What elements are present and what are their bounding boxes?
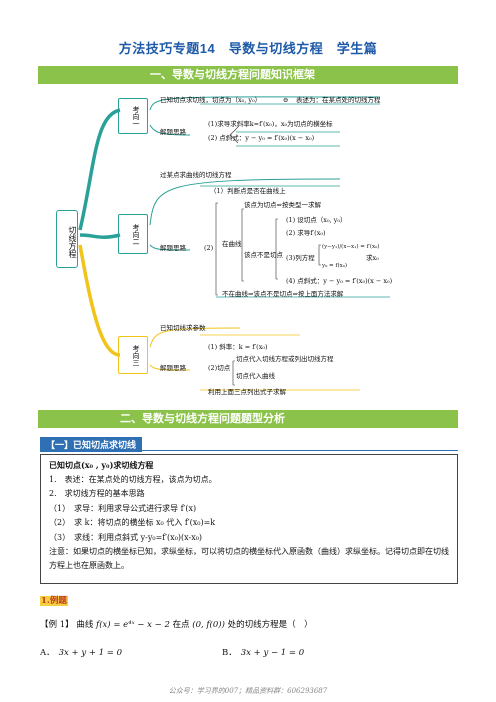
section-banner-analysis: 二、导数与切线方程问题题型分析 <box>38 410 458 428</box>
page-title: 方法技巧专题14 导数与切线方程 学生篇 <box>118 41 378 56</box>
k1-step1: (1)求导求斜率k=f′(x₀)，x₀为切点的横坐标 <box>208 120 333 128</box>
k2-s3-label: (3)列方程 <box>286 254 315 262</box>
k3-topic: 已知切线求参数 <box>160 324 206 332</box>
box-heading: 已知切点(x₀ , y₀)求切线方程 <box>49 460 154 470</box>
k3-method: 解题思路 <box>160 364 186 372</box>
k2-not-tangent: 该点不是切点 <box>244 251 283 259</box>
option-a: A．3x + y + 1 = 0 <box>40 648 123 658</box>
option-b: B．3x + y − 1 = 0 <box>222 648 305 658</box>
example-label: 【例 1】 <box>40 620 74 630</box>
box-line-4: （2） 求 k：将切点的横坐标 x₀ 代入 f′(x₀)=k <box>49 518 216 527</box>
box-line-2: 2. 求切线方程的基本思路 <box>49 489 145 498</box>
k2-s4: (4) 点斜式：y − y₀ = f′(x₀)(x − x₀) <box>286 277 393 285</box>
mindmap-connectors <box>78 96 390 391</box>
type-tag: 【一】已知切点求切线 <box>40 437 143 452</box>
box-line-5: （3） 求线：利用点斜式 y-y₀=f′(x₀)(x-x₀) <box>49 532 203 542</box>
example-point: (0, f(0)) <box>192 620 225 630</box>
tag-underline <box>40 450 458 451</box>
mindmap-node-k1: 考向一 <box>118 98 148 134</box>
k2-off-curve: 不在曲线⇒该点不是切点⇒按上面方法求解 <box>222 290 344 298</box>
method-box: 已知切点(x₀ , y₀)求切线方程 1. 表述：在某点处的切线方程，该点为切点… <box>40 454 458 584</box>
mindmap-node-k3: 考向三 <box>118 336 148 374</box>
k2-s3-b: y₀ = f(x₀) <box>322 263 348 269</box>
k3-step2a: 切点代入切线方程或列出切线方程 <box>236 355 334 363</box>
example-function: f(x) = e⁴ˣ − x − 2 <box>96 620 170 630</box>
k2-s1: (1) 设切点（x₀, y₀） <box>286 216 347 224</box>
k3-step2b: 切点代入曲线 <box>236 372 275 380</box>
k3-step3: 利用上面三点列出式子求解 <box>208 388 286 396</box>
k2-method: 解题思路 <box>160 244 186 252</box>
k1-method: 解题思路 <box>160 128 186 136</box>
k1-step2: (2) 点斜式：y − y₀ = f′(x₀)(x − x₀) <box>208 134 315 142</box>
k3-step2: (2)切点 <box>208 364 231 372</box>
footer: 公众号：学习界的007；精品资料群：606293687 <box>168 687 328 695</box>
k2-circle2: (2) <box>204 244 214 252</box>
mindmap-node-k2: 考向二 <box>118 214 148 254</box>
section-title-2: 二、导数与切线方程问题题型分析 <box>120 413 285 425</box>
example-question: 【例 1】 曲线 f(x) = e⁴ˣ − x − 2 在点 (0, f(0))… <box>40 620 313 630</box>
k1-topic: 已知切点求切线，切点为（x₀, y₀） <box>160 96 262 104</box>
k2-topic: 过某点求曲线的切线方程 <box>160 171 232 179</box>
box-line-1: 1. 表述：在某点处的切线方程，该点为切点。 <box>49 474 217 484</box>
k2-on-curve: 在曲线 <box>222 240 242 248</box>
k2-is-tangent: 该点为切点⇒按类型一求解 <box>244 201 321 209</box>
k1-topic-note: 表述为：在某点处的切线方程 <box>296 96 381 104</box>
k2-s2: (2) 求导f′(x₀) <box>286 229 326 237</box>
k2-judge: （1）判断点是否在曲线上 <box>210 187 286 195</box>
mindmap-root: 切线方程 <box>56 210 78 268</box>
k2-s3-a: (y−y₁)/(x−x₁) = f′(x₀) <box>322 244 380 250</box>
k3-step1: (1) 斜率：k = f′(x₀) <box>208 343 268 351</box>
box-note: 注意：如果切点的横坐标已知，求纵坐标，可以将切点的横坐标代入原函数（曲线）求纵坐… <box>49 547 449 570</box>
example-heading: 1.例题 <box>40 596 68 606</box>
section-title: 一、导数与切线方程问题知识框架 <box>150 69 315 81</box>
k1-tip-icon: ⊖ <box>283 96 289 104</box>
k2-s3-solve: 求x₀ <box>366 254 379 262</box>
box-line-3: （1） 求导：利用求导公式进行求导 f′(x) <box>49 503 197 513</box>
section-banner-framework: 一、导数与切线方程问题知识框架 <box>38 66 458 84</box>
